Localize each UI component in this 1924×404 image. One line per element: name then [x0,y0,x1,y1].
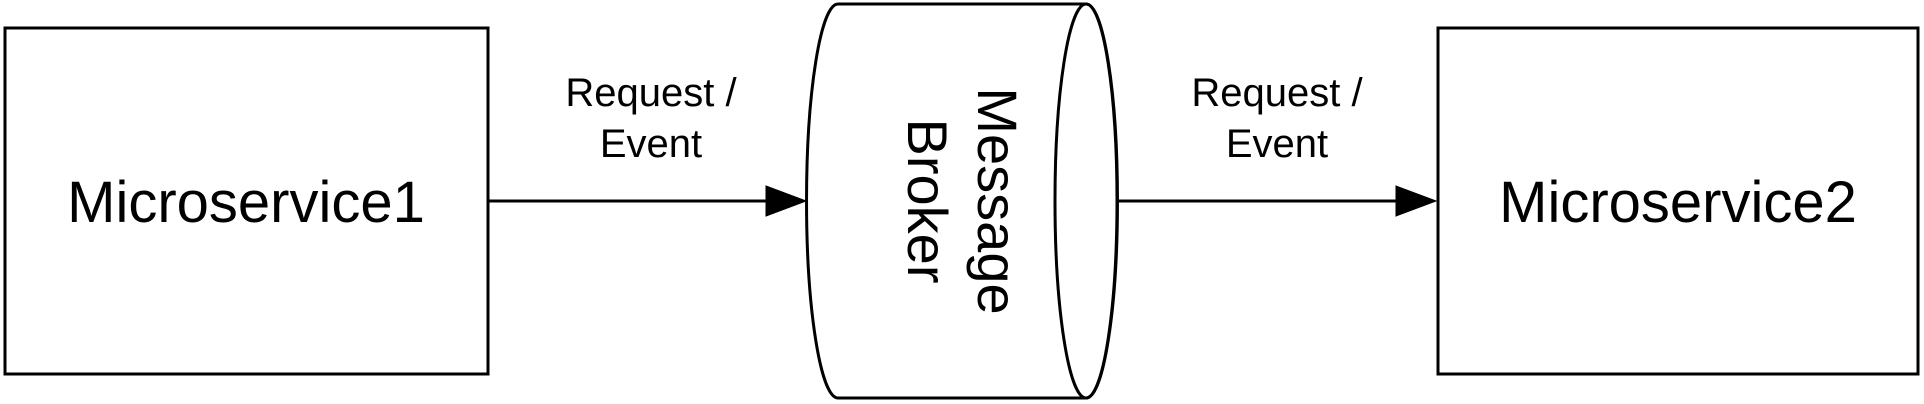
edge-ms1-to-broker-label-line1: Request / [565,71,737,115]
microservice2-label: Microservice2 [1499,170,1857,235]
microservice1-label: Microservice1 [67,170,425,235]
microservice1-box [3,26,490,376]
edge-broker-to-ms2: Request / Event [1117,71,1438,217]
microservice2-node[interactable]: Microservice2 [1436,26,1920,376]
edge-broker-to-ms2-arrowhead [1395,185,1438,217]
edge-ms1-to-broker-label-2: Event [600,122,702,166]
microservice1-node[interactable]: Microservice1 [3,26,490,376]
microservice2-box [1436,26,1920,376]
edge-ms1-to-broker-label-line2: Event [600,122,702,166]
message-broker-cylinder-end [1053,2,1119,400]
edge-broker-to-ms2-label-2: Event [1226,122,1328,166]
edge-ms1-to-broker-label: Request / [565,71,737,115]
edge-broker-to-ms2-label: Request / [1191,71,1363,115]
edge-broker-to-ms2-label-line2: Event [1226,122,1328,166]
message-broker-label-line2: Broker [896,119,959,284]
edge-ms1-to-broker: Request / Event [488,71,808,217]
message-broker-label-line1: Message [966,87,1029,314]
message-broker-node[interactable]: Message Broker [805,2,1119,400]
edge-broker-to-ms2-label-line1: Request / [1191,71,1363,115]
edge-ms1-to-broker-arrowhead [765,185,808,217]
